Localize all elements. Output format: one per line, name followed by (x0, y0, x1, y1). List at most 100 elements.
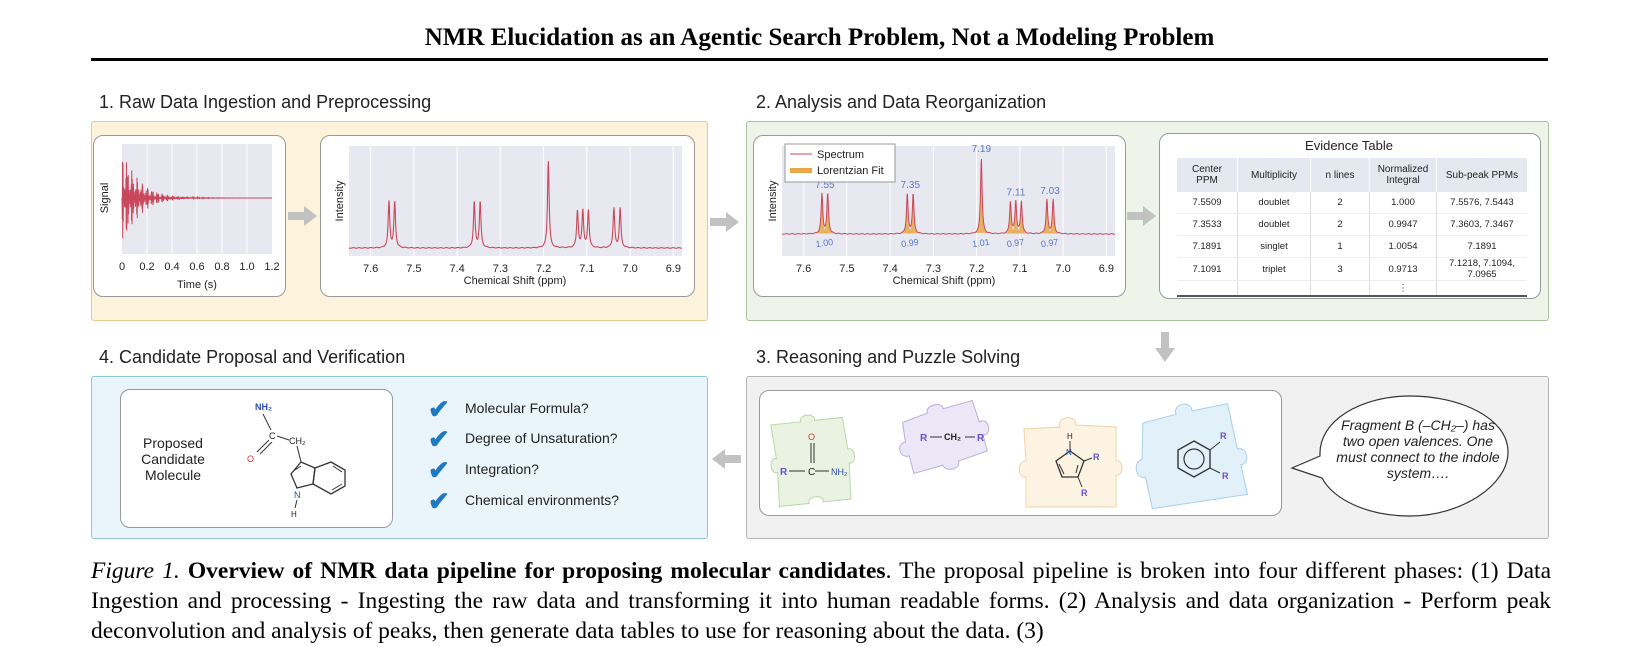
xtick: 7.5 (406, 263, 421, 275)
lorentzian-fit (905, 194, 921, 234)
integral-label: 0.97 (1006, 237, 1025, 249)
puzzle-card: R C O NH₂ R CH₂ R H N R R (759, 390, 1282, 516)
atom-r: R (920, 433, 928, 444)
integral-label: 0.99 (901, 237, 920, 249)
xtick: 7.1 (579, 263, 594, 275)
candidate-label: Candidate (141, 451, 205, 467)
table-cell: doublet (1237, 192, 1311, 214)
atom-c: C (808, 467, 815, 478)
table-cell (1310, 280, 1370, 297)
legend-spectrum: Spectrum (817, 149, 864, 161)
puzzle-piece-amide: R C O NH₂ (770, 414, 855, 508)
table-cell (1436, 280, 1527, 297)
atom-h: H (1067, 432, 1073, 441)
section-1-label: 1. Raw Data Ingestion and Preprocessing (99, 92, 432, 112)
table-cell: doublet (1237, 213, 1311, 236)
col-header: Sub-peak PPMs (1436, 158, 1527, 192)
evidence-table: Center PPM Multiplicity n lines Normaliz… (1177, 158, 1527, 297)
table-cell: 1 (1310, 235, 1370, 258)
atom-r: R (1093, 452, 1100, 462)
col-header: n lines (1310, 158, 1370, 192)
col-header: Center PPM (1177, 158, 1238, 192)
arrow-right-icon (288, 206, 317, 226)
lorentzian-fit (819, 194, 836, 234)
table-cell: triplet (1237, 257, 1311, 281)
table-ellipsis: ⋮ (1369, 280, 1437, 297)
peak-label: 7.11 (1007, 188, 1026, 199)
atom-c: C (269, 431, 276, 441)
table-cell: 7.5509 (1177, 192, 1238, 214)
atom-nh2: NH₂ (255, 402, 272, 412)
table-cell: 7.1091 (1177, 257, 1238, 281)
integral-label: 1.00 (815, 237, 834, 249)
atom-r: R (1081, 488, 1088, 498)
atom-ch2: CH₂ (944, 432, 961, 442)
xtick: 6.9 (666, 263, 681, 275)
table-cell: 1.000 (1369, 192, 1437, 214)
speech-text: Fragment B (–CH₂–) has two open valences… (1336, 417, 1500, 481)
table-cell: 7.5576, 7.5443 (1436, 192, 1527, 214)
puzzle-pieces: R C O NH₂ R CH₂ R H N R R (770, 399, 1249, 510)
fid-xtick: 0.4 (164, 261, 179, 273)
legend (784, 143, 896, 183)
xtick: 7.0 (622, 263, 637, 275)
xtick: 7.3 (926, 263, 941, 275)
caption-fig-label: Figure 1. (91, 558, 180, 584)
table-cell: 7.3533 (1177, 213, 1238, 236)
atom-n: N (294, 490, 301, 500)
fid-trace (121, 161, 272, 239)
candidate-label: Proposed (143, 435, 203, 451)
integral-label: 0.97 (1040, 237, 1059, 249)
fid-xtick: 1.0 (239, 261, 254, 273)
xtick: 7.6 (363, 263, 378, 275)
fit-xlabel: Chemical Shift (ppm) (893, 275, 996, 287)
arrow-right-icon (710, 212, 739, 232)
title-rule (91, 58, 1548, 61)
fid-xtick: 0.6 (189, 261, 204, 273)
puzzle-piece-pyrrole: H N R R (1018, 417, 1123, 508)
section-2-label: 2. Analysis and Data Reorganization (756, 92, 1047, 112)
fid-xtick: 0 (119, 261, 125, 273)
puzzle-piece-benzene: R R (1135, 403, 1249, 510)
section-3-label: 3. Reasoning and Puzzle Solving (756, 347, 1021, 367)
candidate-molecule: NH₂ C CH₂ O N H (247, 402, 346, 519)
check-icon: ✔ (428, 424, 450, 454)
atom-r: R (977, 433, 985, 444)
fit-ylabel: Intensity (767, 180, 779, 221)
legend-fit: Lorentzian Fit (817, 165, 884, 177)
col-header: Multiplicity (1237, 158, 1311, 192)
atom-r: R (1222, 471, 1229, 481)
puzzle-piece-ch2: R CH₂ R (899, 399, 990, 475)
table-cell: 0.9713 (1369, 257, 1437, 281)
arrow-down-icon (1155, 332, 1175, 362)
xtick: 7.3 (493, 263, 508, 275)
table-cell: 7.1891 (1436, 235, 1527, 258)
xtick: 7.4 (449, 263, 464, 275)
fit-spectrum-trace (781, 159, 1116, 235)
table-cell: 3 (1310, 257, 1370, 281)
check-icon: ✔ (428, 486, 450, 516)
xtick: 7.5 (839, 263, 854, 275)
check-icon: ✔ (428, 394, 450, 424)
figure-caption: Figure 1. Overview of NMR data pipeline … (91, 556, 1551, 646)
check-item: Integration? (465, 461, 539, 477)
spectrum-xlabel: Chemical Shift (ppm) (464, 275, 567, 287)
table-row: ⋮ (1177, 280, 1527, 297)
atom-ch2: CH₂ (289, 436, 306, 446)
table-cell: singlet (1237, 235, 1311, 258)
fid-xtick: 1.2 (264, 261, 279, 273)
peak-label: 7.35 (901, 180, 921, 191)
table-cell (1237, 280, 1311, 297)
check-item: Chemical environments? (465, 492, 620, 508)
peak-label: 7.19 (972, 144, 992, 155)
table-cell: 2 (1310, 192, 1370, 214)
lorentzian-fit (973, 158, 990, 233)
fid-xtick: 0.2 (139, 261, 154, 273)
spectrum-ylabel: Intensity (334, 180, 346, 221)
